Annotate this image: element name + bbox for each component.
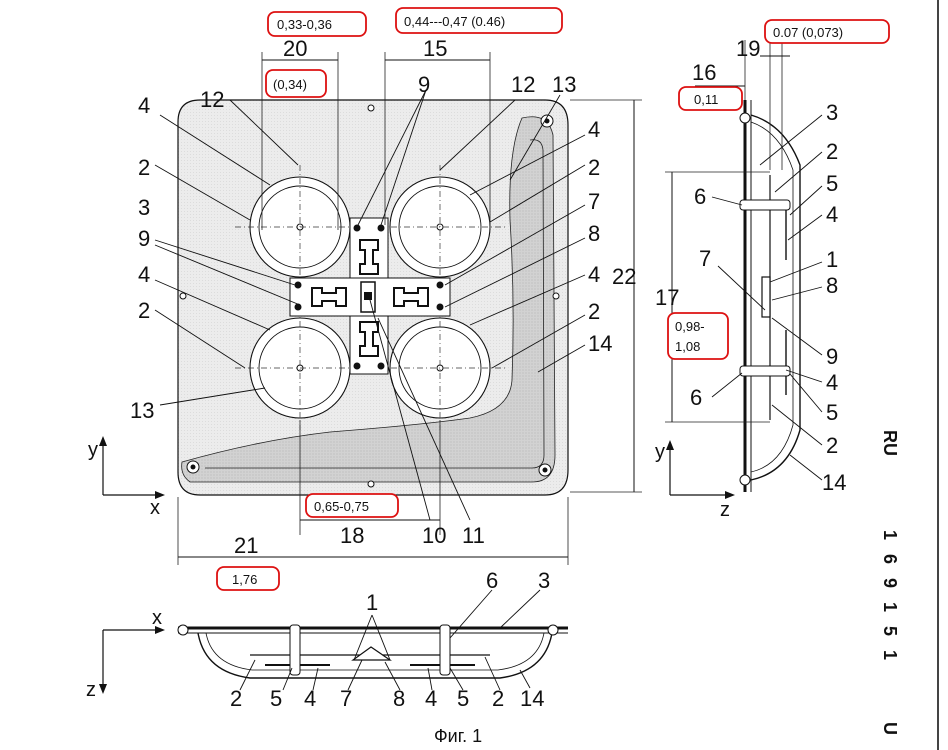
- axis-y-side: y: [655, 441, 665, 463]
- label-10: 10: [422, 523, 446, 548]
- annotations: 0,33-0,36 0,44---0,47 (0.46) (0,34) 0.07…: [216, 7, 890, 591]
- label-4d: 4: [588, 262, 600, 287]
- axis-x-front: x: [150, 497, 160, 519]
- label-3: 3: [138, 195, 150, 220]
- inner-rim: [205, 139, 545, 469]
- bottom-view: 1 6 3 2 5 4 7 8 4 5 2 14 x z: [86, 568, 568, 711]
- note-0-34: (0,34): [273, 77, 307, 92]
- side-label-3: 3: [826, 100, 838, 125]
- axis-x-bottom: x: [152, 607, 162, 629]
- label-13a: 13: [552, 72, 576, 97]
- figure-caption: Фиг. 1: [434, 726, 482, 746]
- side-label-14: 14: [822, 470, 846, 495]
- shaded-region: [181, 116, 556, 483]
- label-2c: 2: [588, 155, 600, 180]
- side-view: 16 19 3 2 5 4 1 8 6 7 9 4 5 6 2 14 17 y …: [655, 36, 846, 521]
- axis-y-front: y: [88, 439, 98, 461]
- note-1-76: 1,76: [232, 572, 257, 587]
- label-4c: 4: [588, 117, 600, 142]
- label-12a: 12: [200, 87, 224, 112]
- side-label-9: 9: [826, 344, 838, 369]
- side-label-6a: 6: [694, 184, 706, 209]
- label-2a: 2: [138, 155, 150, 180]
- note-0-44-0-47: 0,44---0,47 (0.46): [404, 14, 505, 29]
- leader-lines: [154, 89, 586, 521]
- bottom-label-5b: 5: [457, 686, 469, 711]
- label-7: 7: [588, 189, 600, 214]
- side-dim-19: 19: [736, 36, 760, 61]
- patent-kind: U: [880, 722, 900, 735]
- side-label-5b: 5: [826, 400, 838, 425]
- axis-z-side: z: [720, 499, 730, 521]
- note-0-07: 0.07 (0,073): [773, 25, 843, 40]
- bottom-label-7: 7: [340, 686, 352, 711]
- bottom-label-2b: 2: [492, 686, 504, 711]
- label-11: 11: [462, 523, 485, 548]
- label-12b: 12: [511, 72, 535, 97]
- bottom-label-1: 1: [366, 590, 378, 615]
- bottom-label-8: 8: [393, 686, 405, 711]
- dim-21: 21: [234, 533, 258, 558]
- bottom-label-5a: 5: [270, 686, 282, 711]
- label-13b: 13: [130, 398, 154, 423]
- note-1-08: 1,08: [675, 339, 700, 354]
- mounting-holes: [179, 104, 560, 488]
- dim-22: 22: [612, 264, 636, 289]
- note-0-11: 0,11: [694, 92, 718, 107]
- label-2b: 2: [138, 298, 150, 323]
- side-dim-17: 17: [655, 285, 679, 310]
- patent-number: RU 169151 U: [880, 430, 900, 735]
- note-0-33-0-36: 0,33-0,36: [277, 17, 332, 32]
- side-label-2b: 2: [826, 433, 838, 458]
- side-label-4a: 4: [826, 202, 838, 227]
- bottom-label-3: 3: [538, 568, 550, 593]
- dimension-lines: [177, 52, 642, 565]
- side-label-7: 7: [699, 246, 711, 271]
- label-8: 8: [588, 221, 600, 246]
- side-housing: [750, 114, 801, 481]
- note-0-65-0-75: 0,65-0,75: [314, 499, 369, 514]
- feed-network: [289, 217, 451, 375]
- side-label-1: 1: [826, 247, 838, 272]
- front-axes: [99, 436, 165, 499]
- label-9a: 9: [418, 72, 430, 97]
- side-label-4b: 4: [826, 370, 838, 395]
- note-0-98: 0,98-: [675, 319, 705, 334]
- side-label-6b: 6: [690, 385, 702, 410]
- side-label-2a: 2: [826, 139, 838, 164]
- bottom-label-6: 6: [486, 568, 498, 593]
- side-dim-16: 16: [692, 60, 716, 85]
- label-9b: 9: [138, 226, 150, 251]
- side-label-8: 8: [826, 273, 838, 298]
- label-2d: 2: [588, 299, 600, 324]
- bottom-label-14: 14: [520, 686, 544, 711]
- patent-number-digits: 169151: [880, 530, 900, 674]
- dim-18: 18: [340, 523, 364, 548]
- dim-15: 15: [423, 36, 447, 61]
- axis-z-bottom: z: [86, 679, 96, 701]
- dim-20: 20: [283, 36, 307, 61]
- bottom-label-4b: 4: [425, 686, 437, 711]
- bottom-label-4a: 4: [304, 686, 316, 711]
- patent-country: RU: [880, 430, 900, 456]
- label-4b: 4: [138, 262, 150, 287]
- front-view: 12 9 12 13 4 2 3 9 4 2 13 4 2 7 8 4 2 14…: [88, 36, 642, 565]
- bottom-label-2a: 2: [230, 686, 242, 711]
- label-4a: 4: [138, 93, 150, 118]
- side-label-5a: 5: [826, 171, 838, 196]
- label-14: 14: [588, 331, 612, 356]
